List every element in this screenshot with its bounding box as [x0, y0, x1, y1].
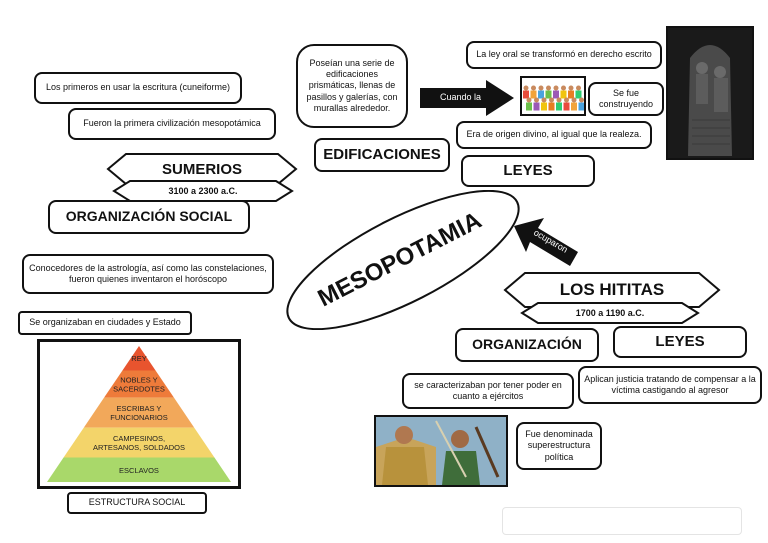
astrology-note: Conocedores de la astrología, así como l… — [22, 254, 274, 294]
structure-label: ESTRUCTURA SOCIAL — [67, 492, 207, 514]
hititas-organizacion-box: ORGANIZACIÓN — [455, 328, 599, 362]
pyramid-label-2: SACERDOTES — [113, 385, 165, 394]
pyramid-level-3 — [83, 397, 195, 428]
hititas-dates: 1700 a 1190 a.C. — [575, 308, 645, 318]
hititas-leyes-box: LEYES — [613, 326, 747, 358]
sumerios-title: SUMERIOS — [161, 160, 242, 178]
hititas-title: LOS HITITAS — [559, 280, 665, 299]
cuando-label: Cuando la — [440, 92, 482, 102]
sumerios-dates: 3100 a 2300 a.C. — [168, 186, 238, 196]
superestructura-note: Fue denominada superestructura política — [516, 422, 602, 470]
pyramid-label-4: CAMPESINOS, — [113, 434, 165, 443]
hammurabi-stele-image — [666, 26, 754, 160]
org-social-box: ORGANIZACIÓN SOCIAL — [48, 200, 250, 234]
pyramid-level-1 — [122, 346, 156, 371]
first-civ-note: Fueron la primera civilización mesopotám… — [68, 108, 276, 140]
cities-note: Se organizaban en ciudades y Estado — [18, 311, 192, 335]
pyramid-label-3: ESCRIBAS Y — [117, 404, 162, 413]
empty-box — [502, 507, 742, 535]
pyramid-label-4: ARTESANOS, SOLDADOS — [93, 443, 185, 452]
crowd-image — [520, 76, 586, 116]
pyramid-label-3: FUNCIONARIOS — [110, 413, 168, 422]
justice-note: Aplican justicia tratando de compensar a… — [578, 366, 762, 404]
pyramid-label-1: REY — [131, 354, 146, 363]
hittite-warriors-image — [374, 415, 508, 487]
pyramid-level-5 — [47, 457, 231, 482]
edificaciones-desc: Poseían una serie de edificaciones prism… — [296, 44, 408, 128]
leyes-sumerios-box: LEYES — [461, 155, 595, 187]
sumerios-dates-hex: 3100 a 2300 a.C. — [112, 180, 294, 202]
pyramid-label-5: ESCLAVOS — [119, 466, 159, 475]
oral-law-note: La ley oral se transformó en derecho esc… — [466, 41, 662, 69]
hititas-hex: LOS HITITAS — [503, 271, 721, 309]
pyramid-level-2 — [104, 370, 174, 398]
divine-note: Era de origen divino, al igual que la re… — [456, 121, 652, 149]
ocuparon-arrow — [514, 218, 578, 266]
hititas-dates-hex: 1700 a 1190 a.C. — [520, 302, 700, 324]
edificaciones-box: EDIFICACIONES — [314, 138, 450, 172]
center-ellipse — [286, 190, 520, 330]
pyramid-level-4 — [63, 427, 215, 458]
pyramid-label-2: NOBLES Y — [120, 376, 157, 385]
cuando-arrow — [420, 80, 514, 116]
army-power-note: se caracterizaban por tener poder en cua… — [402, 373, 574, 409]
cuneiform-note: Los primeros en usar la escritura (cunei… — [34, 72, 242, 104]
se-fue-note: Se fue construyendo — [588, 82, 664, 116]
